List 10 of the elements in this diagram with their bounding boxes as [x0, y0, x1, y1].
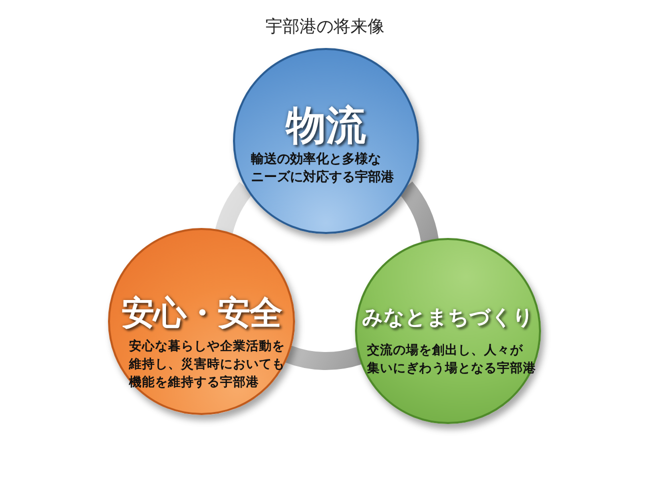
circle-description: 輸送の効率化と多様なニーズに対応する宇部港 — [251, 151, 394, 187]
ring-segment — [398, 182, 439, 242]
ring-segment — [286, 346, 362, 370]
circle-heading: みなとまちづくり — [362, 304, 534, 331]
ring-segment — [215, 182, 254, 234]
circle-description: 安心な暮らしや企業活動を維持し、災害時においても機能を維持する宇部港 — [129, 337, 285, 391]
diagram-title: 宇部港の将来像 — [266, 16, 384, 38]
circle-heading: 物流 — [286, 103, 366, 149]
circle-description: 交流の場を創出し、人々が集いにぎわう場となる宇部港 — [367, 341, 536, 377]
circle-heading: 安心・安全 — [122, 293, 282, 333]
